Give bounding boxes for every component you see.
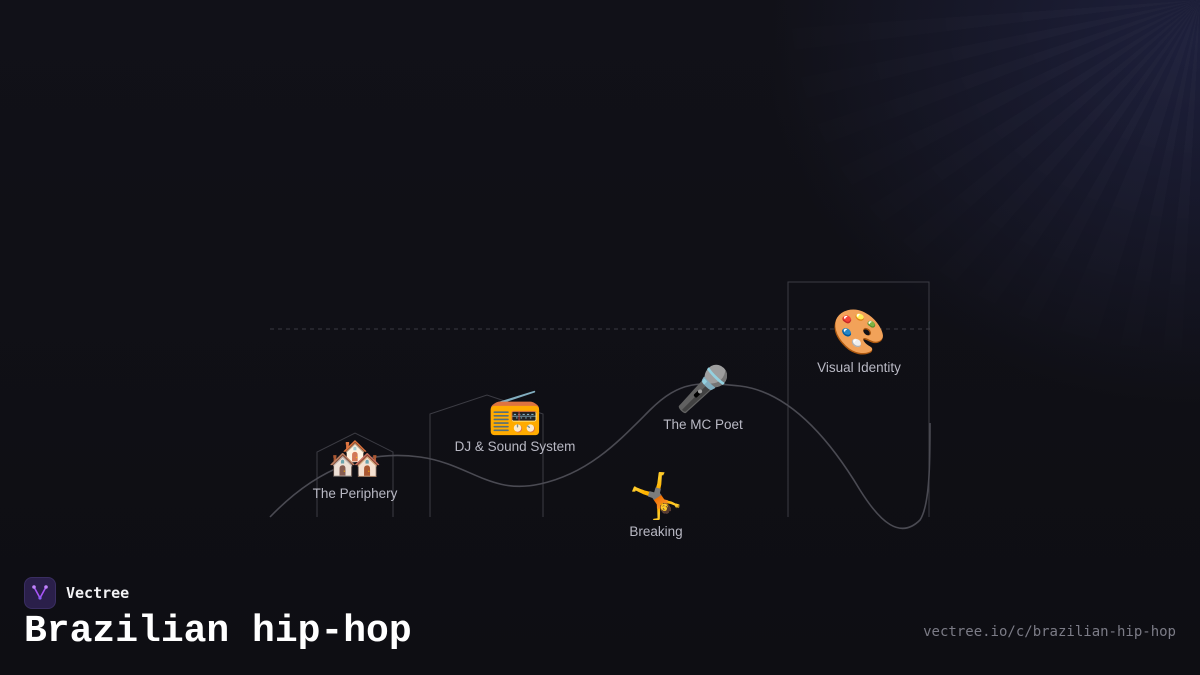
node-label: The Periphery (312, 486, 398, 501)
visual-identity-frame (787, 281, 930, 517)
cartwheel-icon: 🤸 (628, 471, 684, 522)
node-visual-identity[interactable]: 🎨 Visual Identity (817, 307, 901, 376)
periphery-frame (316, 432, 394, 517)
node-label: Breaking (629, 524, 683, 539)
node-label: DJ & Sound System (454, 439, 576, 454)
node-breaking[interactable]: 🤸 Breaking (628, 471, 684, 540)
microphone-icon: 🎤 (675, 364, 731, 415)
page-title: Brazilian hip-hop (24, 610, 412, 653)
node-label: Visual Identity (817, 360, 901, 375)
node-label: The MC Poet (663, 417, 743, 432)
page-url[interactable]: vectree.io/c/brazilian-hip-hop (923, 624, 1176, 640)
flow-curve (269, 382, 931, 530)
houses-icon: 🏘️ (327, 433, 383, 484)
brand[interactable]: Vectree (24, 577, 129, 609)
node-the-mc-poet[interactable]: 🎤 The MC Poet (663, 364, 743, 433)
palette-icon: 🎨 (831, 307, 887, 358)
brand-name: Vectree (66, 584, 130, 602)
node-the-periphery[interactable]: 🏘️ The Periphery (312, 433, 398, 502)
node-dj-sound-system[interactable]: 📻 DJ & Sound System (454, 386, 576, 455)
dj-frame (429, 394, 544, 517)
vectree-logo-icon (24, 577, 56, 609)
radio-icon: 📻 (487, 386, 543, 437)
